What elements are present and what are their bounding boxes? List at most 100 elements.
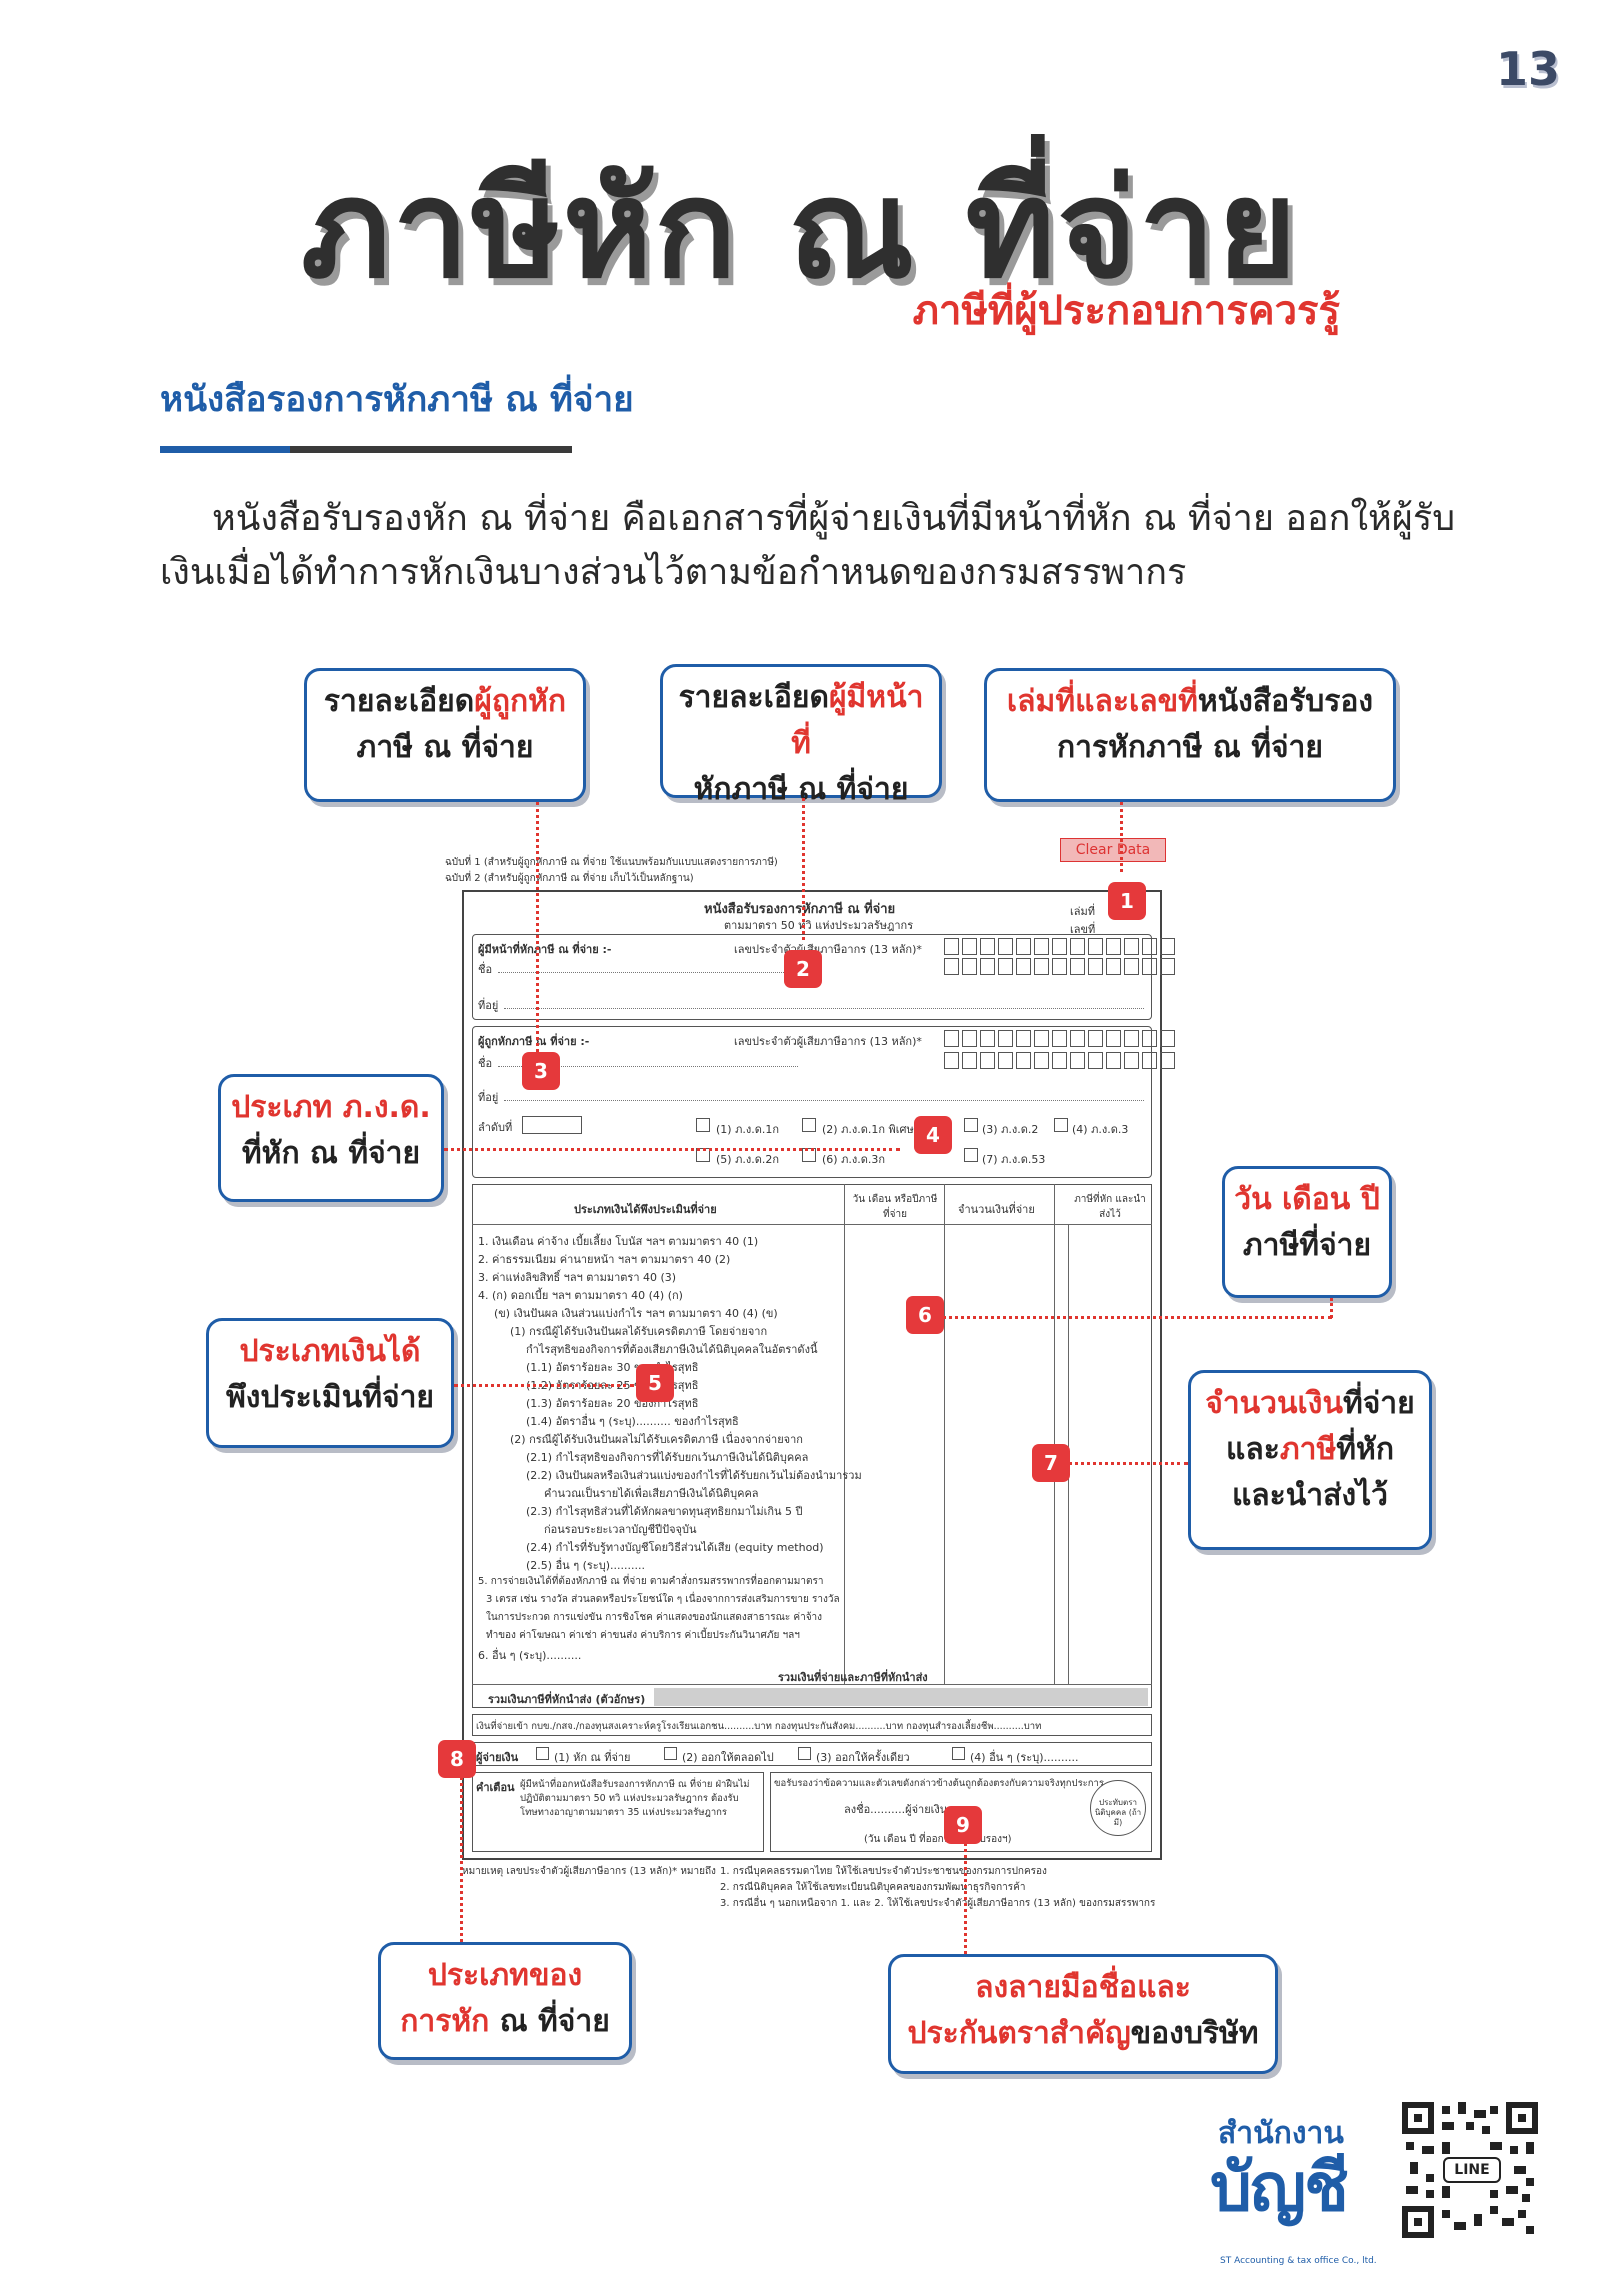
payer-type-checkbox[interactable]	[952, 1747, 965, 1760]
payer-tax-id-label: เลขประจำตัวผู้เสียภาษีอากร (13 หลัก)*	[734, 943, 922, 956]
income-row: (2.2) เงินปันผลหรือเงินส่วนแบ่งของกำไรที…	[526, 1469, 862, 1482]
sign-date: (วัน เดือน ปี ที่ออกหนังสือรับรองฯ)	[864, 1834, 1012, 1845]
callout-text: ภาษีที่จ่าย	[1242, 1228, 1372, 1263]
callout-text: พึงประเมินที่จ่าย	[225, 1380, 434, 1415]
copy-note-1: ฉบับที่ 1 (สำหรับผู้ถูกหักภาษี ณ ที่จ่าย…	[445, 857, 778, 868]
callout-text: ภาษี ณ ที่จ่าย	[356, 730, 534, 765]
callout-highlight: ผู้ถูกหัก	[474, 684, 567, 719]
connector-line	[536, 802, 539, 1088]
callout-amount-tax: จำนวนเงินที่จ่าย และภาษีที่หัก และนำส่งไ…	[1188, 1370, 1432, 1550]
section-heading: หนังสือรองการหักภาษี ณ ที่จ่าย	[160, 380, 634, 420]
payer-type-checkbox[interactable]	[664, 1747, 677, 1760]
callout-text: หนังสือรับรอง	[1197, 684, 1374, 719]
table-col-rule	[1054, 1184, 1055, 1684]
book-number-label: เล่มที่	[1070, 905, 1096, 918]
income-row: (2.1) กำไรสุทธิของกิจการที่ได้รับยกเว้นภ…	[526, 1451, 809, 1464]
payer-name-line[interactable]	[498, 972, 798, 973]
intro-line-1: หนังสือรับรองหัก ณ ที่จ่าย คือเอกสารที่ผ…	[212, 498, 1456, 539]
callout-highlight: วัน เดือน ปี	[1234, 1182, 1380, 1217]
callout-withholding-type: ประเภทของ การหัก ณ ที่จ่าย	[378, 1942, 632, 2060]
callout-highlight: ภาษี	[1279, 1432, 1337, 1467]
marker-1: 1	[1108, 882, 1146, 920]
income-row: ในการประกวด การแข่งขัน การชิงโชค ค่าแสดง…	[486, 1612, 823, 1623]
total-label: รวมเงินที่จ่ายและภาษีที่หักนำส่ง	[778, 1671, 928, 1684]
income-row: 5. การจ่ายเงินได้ที่ต้องหักภาษี ณ ที่จ่า…	[478, 1576, 824, 1587]
callout-highlight: ลงลายมือชื่อและ	[975, 1970, 1191, 2005]
payee-address-label: ที่อยู่	[478, 1091, 499, 1104]
callout-highlight: จำนวนเงิน	[1205, 1386, 1343, 1421]
logo-text-main: บัญชี	[1210, 2149, 1349, 2226]
income-row: (2.4) กำไรที่รับรู้ทางบัญชีโดยวิธีส่วนได…	[526, 1541, 824, 1554]
callout-highlight: ประเภท ภ.ง.ด.	[231, 1090, 431, 1125]
warning-text: ผู้มีหน้าที่ออกหนังสือรับรองการหักภาษี ณ…	[520, 1779, 750, 1818]
intro-paragraph: หนังสือรับรองหัก ณ ที่จ่าย คือเอกสารที่ผ…	[160, 492, 1560, 600]
pnd-option-3: (3) ภ.ง.ด.2	[982, 1123, 1039, 1136]
copy-notes: ฉบับที่ 1 (สำหรับผู้ถูกหักภาษี ณ ที่จ่าย…	[445, 855, 778, 887]
marker-4: 4	[914, 1116, 952, 1154]
withholding-tax-form: หนังสือรับรองการหักภาษี ณ ที่จ่าย ตามมาต…	[462, 890, 1175, 1860]
income-row: (1) กรณีผู้ได้รับเงินปันผลได้รับเครดิตภา…	[510, 1325, 768, 1338]
income-row: (ข) เงินปันผล เงินส่วนแบ่งกำไร ฯลฯ ตามมา…	[494, 1307, 778, 1320]
table-col-rule	[944, 1184, 945, 1684]
payer-type-3: (3) ออกให้ครั้งเดียว	[816, 1751, 910, 1764]
connector-line	[460, 1758, 463, 1942]
payee-name-line[interactable]	[498, 1066, 798, 1067]
payer-type-label: ผู้จ่ายเงิน	[476, 1751, 519, 1764]
payer-address-line[interactable]	[504, 1008, 1144, 1009]
callout-text: รายละเอียด	[678, 680, 829, 715]
total-words-label: รวมเงินภาษีที่หักนำส่ง (ตัวอักษร)	[488, 1693, 646, 1706]
form-heading-sub: ตามมาตรา 50 ทวิ แห่งประมวลรัษฎากร	[724, 919, 914, 932]
marker-8: 8	[438, 1740, 476, 1778]
sequence-input[interactable]	[522, 1116, 582, 1134]
fund-block	[472, 1714, 1152, 1736]
pnd-checkbox[interactable]	[802, 1118, 816, 1132]
payee-label: ผู้ถูกหักภาษี ณ ที่จ่าย :-	[478, 1035, 590, 1048]
pnd-option-7: (7) ภ.ง.ด.53	[982, 1153, 1046, 1166]
sign-label: ลงชื่อ..........ผู้จ่ายเงิน	[844, 1803, 948, 1816]
certify-block	[770, 1772, 1152, 1852]
payee-address-line[interactable]	[504, 1100, 1144, 1101]
payer-type-checkbox[interactable]	[798, 1747, 811, 1760]
callout-payee-details: รายละเอียดผู้ถูกหัก ภาษี ณ ที่จ่าย	[304, 668, 586, 802]
callout-text: ของบริษัท	[1130, 2016, 1259, 2051]
intro-line-2: เงินเมื่อได้ทำการหักเงินบางส่วนไว้ตามข้อ…	[160, 552, 1187, 593]
callout-text: และนำส่งไว้	[1231, 1478, 1389, 1513]
marker-5: 5	[636, 1364, 674, 1402]
income-row: 6. อื่น ๆ (ระบุ)..........	[478, 1649, 582, 1662]
pnd-option-2: (2) ภ.ง.ด.1ก พิเศษ	[822, 1123, 914, 1136]
callout-signature: ลงลายมือชื่อและ ประกันตราสำคัญของบริษัท	[888, 1954, 1278, 2074]
income-row: (2.3) กำไรสุทธิส่วนที่ได้หักผลขาดทุนสุทธ…	[526, 1505, 803, 1518]
payer-tax-id-cells-2[interactable]	[944, 958, 1175, 975]
payer-type-checkbox[interactable]	[536, 1747, 549, 1760]
heading-underline	[160, 446, 572, 453]
logo-text-top: สำนักงาน	[1218, 2116, 1344, 2151]
clear-data-button[interactable]: Clear Data	[1060, 838, 1166, 862]
total-words-field[interactable]	[654, 1688, 1148, 1706]
payee-tax-id-cells[interactable]	[944, 1030, 1175, 1047]
payee-tax-id-label: เลขประจำตัวผู้เสียภาษีอากร (13 หลัก)*	[734, 1035, 922, 1048]
table-total-rule	[472, 1684, 1152, 1685]
callout-text: ณ ที่จ่าย	[489, 2004, 610, 2039]
col-amount: จำนวนเงินที่จ่าย	[958, 1203, 1035, 1216]
callout-payer-details: รายละเอียดผู้มีหน้าที่ หักภาษี ณ ที่จ่าย	[660, 664, 942, 807]
doc-number-label: เลขที่	[1070, 923, 1096, 936]
pnd-checkbox[interactable]	[964, 1118, 978, 1132]
callout-text: รายละเอียด	[323, 684, 475, 719]
callout-pnd-type: ประเภท ภ.ง.ด. ที่หัก ณ ที่จ่าย	[218, 1074, 444, 1202]
marker-9: 9	[944, 1806, 982, 1844]
callout-highlight: ผู้มีหน้าที่	[791, 680, 924, 761]
page-subtitle: ภาษีที่ผู้ประกอบการควรรู้	[912, 288, 1340, 334]
pnd-checkbox[interactable]	[696, 1118, 710, 1132]
pnd-checkbox[interactable]	[964, 1148, 978, 1162]
callout-income-type: ประเภทเงินได้ พึงประเมินที่จ่าย	[206, 1318, 454, 1448]
pnd-checkbox[interactable]	[1054, 1118, 1068, 1132]
income-row: ก่อนรอบระยะเวลาบัญชีปีปัจจุบัน	[544, 1523, 697, 1536]
form-heading: หนังสือรับรองการหักภาษี ณ ที่จ่าย	[704, 902, 896, 917]
income-row: คำนวณเป็นรายได้เพื่อเสียภาษีเงินได้นิติบ…	[544, 1487, 759, 1500]
income-table	[472, 1184, 1152, 1708]
payee-tax-id-cells-2[interactable]	[944, 1052, 1175, 1069]
callout-text: หักภาษี ณ ที่จ่าย	[693, 772, 909, 807]
pnd-option-4: (4) ภ.ง.ด.3	[1072, 1123, 1129, 1136]
payer-tax-id-cells[interactable]	[944, 938, 1175, 955]
income-row: (1.4) อัตราอื่น ๆ (ระบุ).......... ของกำ…	[526, 1415, 739, 1428]
